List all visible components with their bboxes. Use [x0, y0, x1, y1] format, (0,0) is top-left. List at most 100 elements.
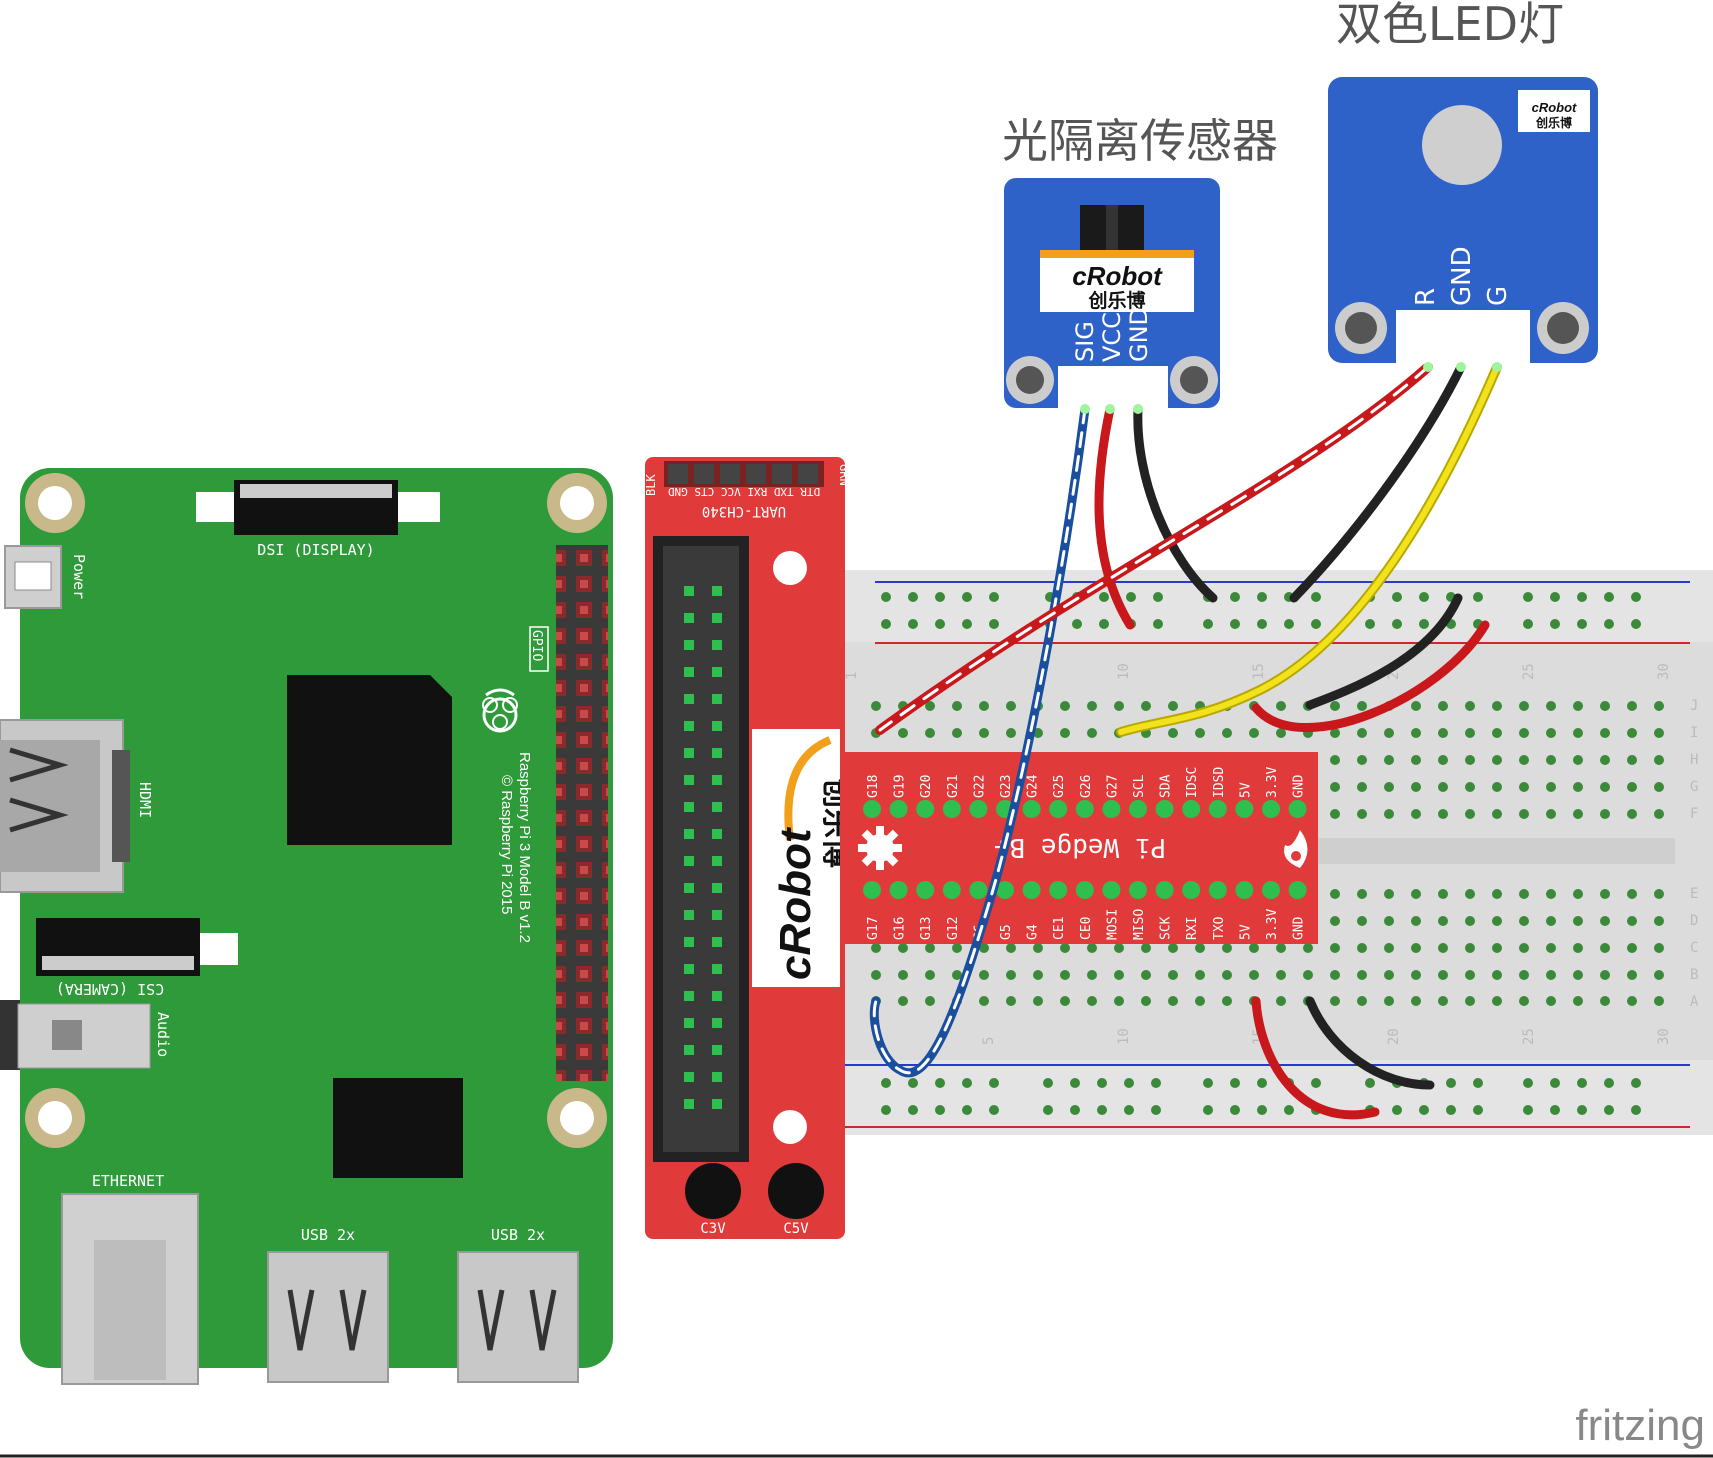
grid-hole[interactable]	[1033, 996, 1043, 1006]
wedge-bottom-pin[interactable]	[1075, 881, 1094, 899]
rail-hole[interactable]	[962, 1078, 972, 1088]
grid-hole[interactable]	[1438, 996, 1448, 1006]
grid-hole[interactable]	[1573, 889, 1583, 899]
grid-hole[interactable]	[1006, 701, 1016, 711]
grid-hole[interactable]	[1141, 970, 1151, 980]
wedge-bottom-pin[interactable]	[942, 881, 961, 899]
grid-hole[interactable]	[1168, 943, 1178, 953]
wedge-bottom-pin[interactable]	[1182, 881, 1201, 899]
rail-hole[interactable]	[908, 619, 918, 629]
rail-hole[interactable]	[1257, 1105, 1267, 1115]
wedge-bottom-pin[interactable]	[1155, 881, 1174, 899]
grid-hole[interactable]	[1276, 728, 1286, 738]
rail-hole[interactable]	[1392, 592, 1402, 602]
ethernet-port[interactable]	[61, 1193, 199, 1385]
grid-hole[interactable]	[1357, 970, 1367, 980]
rail-hole[interactable]	[1523, 1105, 1533, 1115]
rail-hole[interactable]	[1099, 592, 1109, 602]
rail-hole[interactable]	[1151, 1078, 1161, 1088]
rail-hole[interactable]	[1631, 1105, 1641, 1115]
rail-hole[interactable]	[989, 619, 999, 629]
wedge-top-pin[interactable]	[863, 800, 881, 818]
grid-hole[interactable]	[979, 996, 989, 1006]
rail-hole[interactable]	[1473, 1078, 1483, 1088]
grid-hole[interactable]	[1438, 728, 1448, 738]
grid-hole[interactable]	[1141, 701, 1151, 711]
grid-hole[interactable]	[1492, 782, 1502, 792]
grid-hole[interactable]	[1411, 701, 1421, 711]
grid-hole[interactable]	[1276, 943, 1286, 953]
rail-hole[interactable]	[1523, 1078, 1533, 1088]
grid-hole[interactable]	[1411, 728, 1421, 738]
grid-hole[interactable]	[1411, 782, 1421, 792]
grid-hole[interactable]	[1573, 943, 1583, 953]
rail-hole[interactable]	[1631, 592, 1641, 602]
grid-hole[interactable]	[1654, 728, 1664, 738]
uart-header[interactable]	[664, 461, 824, 487]
grid-hole[interactable]	[1357, 916, 1367, 926]
csi-connector[interactable]	[36, 918, 238, 976]
rail-hole[interactable]	[1604, 619, 1614, 629]
rail-hole[interactable]	[1203, 1078, 1213, 1088]
gpio-header[interactable]	[556, 545, 608, 1081]
usb-port-1[interactable]	[267, 1251, 389, 1383]
rail-hole[interactable]	[1446, 1105, 1456, 1115]
grid-hole[interactable]	[1627, 782, 1637, 792]
grid-hole[interactable]	[1033, 970, 1043, 980]
grid-hole[interactable]	[1438, 701, 1448, 711]
grid-hole[interactable]	[1519, 889, 1529, 899]
grid-hole[interactable]	[1600, 916, 1610, 926]
wedge-top-pin[interactable]	[1155, 800, 1174, 818]
grid-hole[interactable]	[1411, 943, 1421, 953]
rail-hole[interactable]	[935, 1105, 945, 1115]
rail-hole[interactable]	[1257, 592, 1267, 602]
rail-hole[interactable]	[908, 1105, 918, 1115]
rail-hole[interactable]	[881, 619, 891, 629]
grid-hole[interactable]	[1465, 970, 1475, 980]
rail-hole[interactable]	[989, 1105, 999, 1115]
grid-hole[interactable]	[1276, 996, 1286, 1006]
rail-hole[interactable]	[1392, 1105, 1402, 1115]
grid-hole[interactable]	[1303, 970, 1313, 980]
rail-hole[interactable]	[1577, 1105, 1587, 1115]
grid-hole[interactable]	[1006, 728, 1016, 738]
rail-hole[interactable]	[935, 1078, 945, 1088]
grid-hole[interactable]	[1627, 889, 1637, 899]
grid-hole[interactable]	[1465, 701, 1475, 711]
grid-hole[interactable]	[1411, 996, 1421, 1006]
wedge-top-pin[interactable]	[1022, 800, 1041, 818]
grid-hole[interactable]	[979, 728, 989, 738]
grid-hole[interactable]	[1168, 728, 1178, 738]
grid-hole[interactable]	[1384, 889, 1394, 899]
grid-hole[interactable]	[1519, 782, 1529, 792]
grid-hole[interactable]	[925, 728, 935, 738]
grid-hole[interactable]	[1519, 996, 1529, 1006]
rail-hole[interactable]	[1257, 619, 1267, 629]
grid-hole[interactable]	[1384, 943, 1394, 953]
grid-hole[interactable]	[1087, 728, 1097, 738]
grid-hole[interactable]	[1600, 809, 1610, 819]
grid-hole[interactable]	[1330, 916, 1340, 926]
grid-hole[interactable]	[871, 943, 881, 953]
rail-hole[interactable]	[1257, 1078, 1267, 1088]
rail-hole[interactable]	[962, 1105, 972, 1115]
grid-hole[interactable]	[1060, 943, 1070, 953]
rail-hole[interactable]	[1230, 619, 1240, 629]
rail-hole[interactable]	[1473, 592, 1483, 602]
grid-hole[interactable]	[898, 728, 908, 738]
wedge-bottom-pin[interactable]	[1235, 881, 1254, 899]
grid-hole[interactable]	[1654, 701, 1664, 711]
wedge-top-pin[interactable]	[1262, 800, 1280, 818]
rail-hole[interactable]	[962, 619, 972, 629]
rail-hole[interactable]	[1631, 1078, 1641, 1088]
rail-hole[interactable]	[1419, 592, 1429, 602]
grid-hole[interactable]	[1330, 889, 1340, 899]
dsi-connector[interactable]	[196, 480, 440, 535]
rail-hole[interactable]	[1099, 619, 1109, 629]
wedge-top-pin[interactable]	[1049, 800, 1068, 818]
grid-hole[interactable]	[1357, 782, 1367, 792]
grid-hole[interactable]	[1573, 728, 1583, 738]
rail-hole[interactable]	[1284, 619, 1294, 629]
grid-hole[interactable]	[1573, 755, 1583, 765]
grid-hole[interactable]	[1654, 996, 1664, 1006]
